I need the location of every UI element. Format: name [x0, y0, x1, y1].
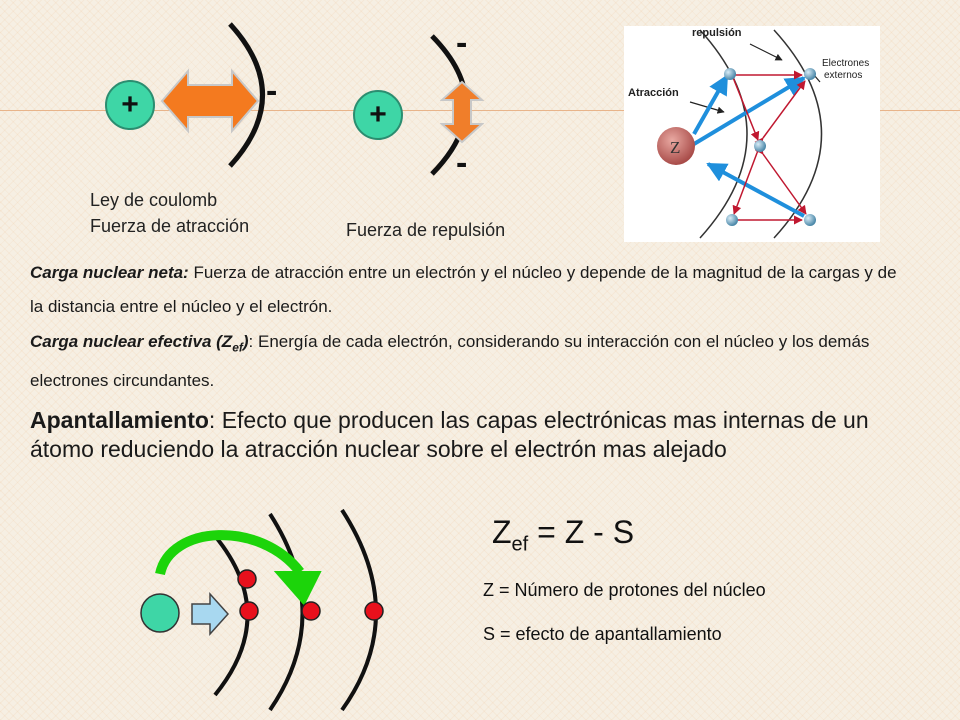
attraction-arrow: [160, 68, 260, 134]
attraction-repulsion-figure: repulsión Atracción Electrones externos …: [624, 26, 880, 242]
nucleus-label: Z: [670, 138, 680, 157]
plus-sign: +: [369, 98, 387, 131]
positive-charge-attraction: +: [105, 80, 155, 130]
negative-charge-attraction: -: [266, 72, 278, 110]
electron-shell-arc: [228, 22, 265, 168]
shielding-diagram: [140, 508, 384, 712]
caption-coulomb-law: Ley de coulomb: [90, 190, 218, 210]
positive-charge-repulsion: +: [353, 90, 403, 140]
net-nuclear-charge-term: Carga nuclear neta:: [30, 263, 189, 282]
effective-nuclear-charge-paragraph: Carga nuclear efectiva (Zef): Energía de…: [30, 325, 910, 398]
net-nuclear-charge-paragraph: Carga nuclear neta: Fuerza de atracción …: [30, 256, 910, 324]
figure-label-external-1: Electrones: [822, 58, 869, 69]
figure-label-external-2: externos: [824, 70, 862, 81]
figure-label-repulsion: repulsión: [692, 27, 742, 39]
formula-rest: = Z - S: [528, 514, 635, 550]
decorative-rule: [0, 110, 960, 111]
negative-charge-top: -: [456, 24, 468, 62]
shielding-paragraph: Apantallamiento: Efecto que producen las…: [30, 406, 910, 464]
effective-term-end: ): [242, 332, 249, 351]
caption-attraction-force: Fuerza de atracción: [90, 216, 250, 236]
net-nuclear-charge-text: Fuerza de atracción entre un electrón y …: [30, 263, 897, 316]
s-definition: S = efecto de apantallamiento: [483, 624, 722, 644]
plus-sign: +: [121, 88, 139, 121]
formula-z-sub: ef: [511, 533, 529, 556]
effective-term-sub: ef: [232, 340, 243, 355]
shielding-term: Apantallamiento: [30, 407, 209, 433]
z-definition: Z = Número de protones del núcleo: [483, 580, 766, 600]
caption-repulsion-force: Fuerza de repulsión: [346, 220, 506, 240]
effective-term-main: Carga nuclear efectiva (Z: [30, 332, 233, 351]
repulsion-arrow: [440, 80, 484, 144]
effective-charge-formula: Zef = Z - S: [492, 514, 634, 556]
formula-z: Z: [492, 514, 512, 550]
figure-drawing: repulsión Atracción Electrones externos …: [628, 27, 869, 239]
effective-nuclear-charge-term: Carga nuclear efectiva (Zef): [30, 332, 249, 355]
shielding-text: : Efecto que producen las capas electrón…: [30, 407, 869, 462]
negative-charge-bottom: -: [456, 144, 468, 182]
figure-label-attraction: Atracción: [628, 87, 679, 99]
effective-nuclear-charge-text: : Energía de cada electrón, considerando…: [30, 332, 870, 391]
